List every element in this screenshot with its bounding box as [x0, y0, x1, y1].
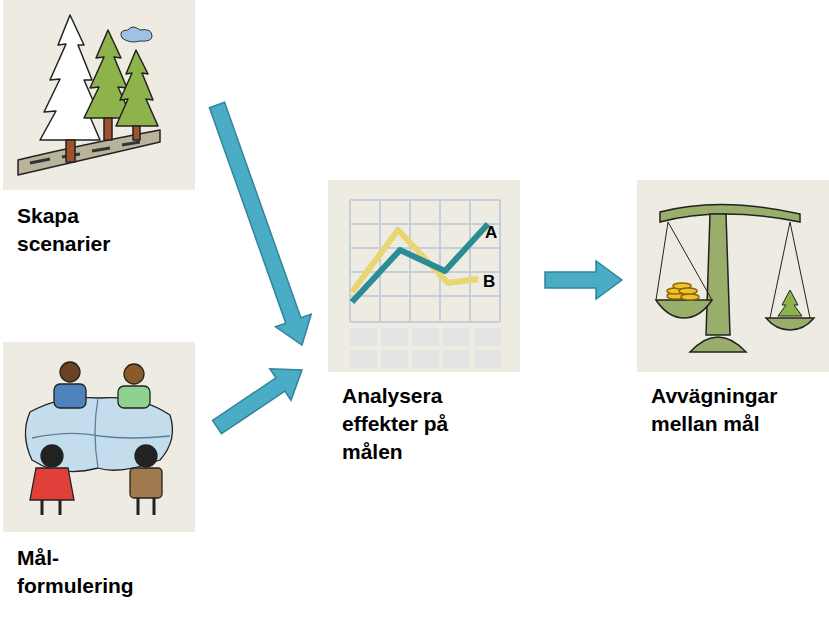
picture-ground [3, 0, 195, 190]
process-step: Avvägningar mellan mål [637, 180, 829, 438]
forest-illustration [18, 15, 160, 175]
process-step: Mål- formulering [3, 342, 195, 600]
scale-illustration [656, 204, 814, 352]
process-step: Analysera effekter på målen [328, 180, 520, 466]
step-caption: Avvägningar mellan mål [651, 382, 823, 438]
series-label: A [485, 224, 497, 242]
picture-ground [637, 180, 829, 372]
flow-arrow [545, 261, 622, 299]
meeting-illustration [25, 362, 172, 515]
step-caption: Mål- formulering [17, 544, 147, 600]
chart-illustration [350, 200, 501, 368]
flow-arrow [209, 102, 311, 345]
picture-ground [3, 342, 195, 532]
process-step: Skapa scenarier [3, 0, 195, 258]
picture-ground [328, 180, 520, 372]
step-caption: Analysera effekter på målen [342, 382, 492, 466]
flow-arrow [213, 369, 302, 434]
step-caption: Skapa scenarier [17, 202, 147, 258]
series-label: B [483, 273, 495, 291]
